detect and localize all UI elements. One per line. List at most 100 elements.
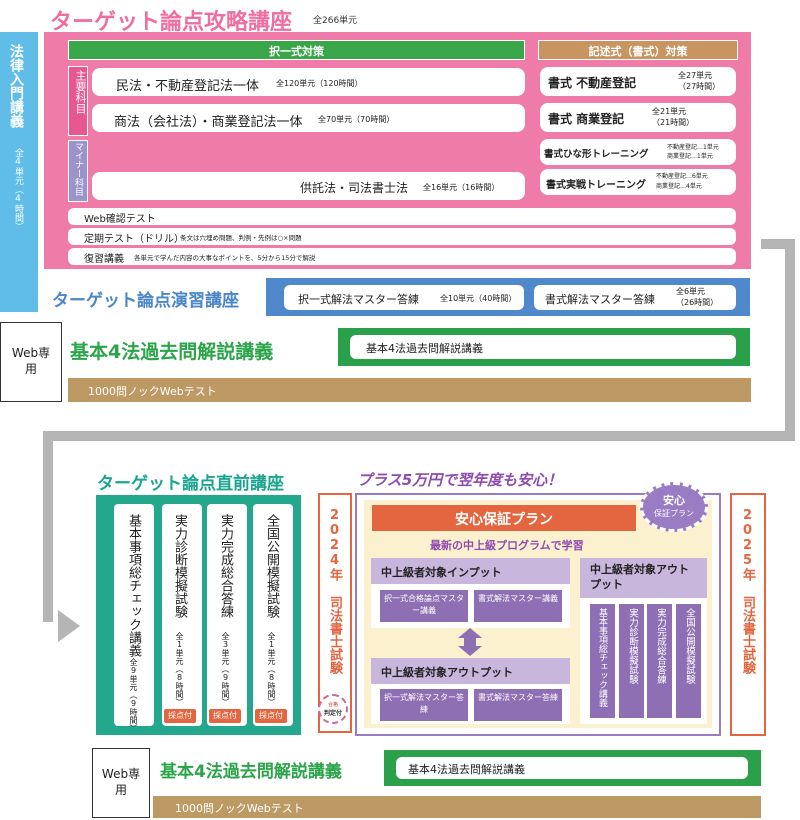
minor-subjects-label-box <box>68 140 88 202</box>
chokuzen-col-4 <box>253 504 293 726</box>
right-row-shogyo-name: 書式 商業登記 <box>548 112 625 126</box>
row-minpo <box>92 68 525 96</box>
header-kijutsu <box>538 40 738 60</box>
right-row-shogyo-note1: 全21単元 <box>652 107 687 116</box>
row-minpo-note: 全120単元（120時間） <box>276 79 363 88</box>
exam-2025-label: 2025年 司法書士試験 <box>740 508 755 674</box>
plan-banner <box>372 505 636 531</box>
plan-subtitle: 最新の中上級プログラムで学習 <box>430 539 584 552</box>
side-label-title: 法律入門講義 <box>8 44 24 128</box>
right-row-fudosan-note1: 全27単元 <box>678 71 713 80</box>
input-title: 中上級者対象インプット <box>381 566 502 579</box>
row-shoho-name: 商法（会社法）・商業登記法一体 <box>114 115 303 130</box>
chokuzen-col-2 <box>162 504 202 726</box>
section3-title: ターゲット論点直前講座 <box>97 474 284 494</box>
main-subjects-label: 主要科目 <box>74 70 87 114</box>
kako2-webtest-bar <box>153 796 761 818</box>
section2-right-name: 書式解法マスター答練 <box>545 293 655 306</box>
section1-title: ターゲット論点攻略講座 <box>50 10 293 35</box>
right-row-hinagata-note1: 不動産登記…1単元 <box>667 144 719 151</box>
right-row-hinagata <box>540 139 736 165</box>
web-only-label-1: Web専用 <box>11 346 51 376</box>
exam-2024-label: 2024年 司法書士試験 <box>327 508 342 674</box>
input-item-1-label: 択一式合格論点マスター講義 <box>384 594 464 615</box>
kako1-title: 基本4法過去問解説講義 <box>70 341 274 363</box>
plus-headline: プラス5万円で翌年度も安心！ <box>357 471 563 489</box>
right-item-3 <box>647 604 672 718</box>
plan-stamp-top: 安心 <box>663 494 685 507</box>
side-label-sub: 全4単元（4時間） <box>13 148 23 231</box>
right-row-shogyo-note2: （21時間） <box>652 118 695 127</box>
main-subjects-label-box <box>68 66 88 136</box>
kako1-webtest-label: 1000問ノックWebテスト <box>88 385 217 398</box>
row-minpo-name: 民法・不動産登記法一体 <box>116 79 260 94</box>
output-item-1 <box>380 689 468 721</box>
chokuzen-col-1 <box>114 504 154 726</box>
chokuzen-col-1-name: 基本事項総チェック講義 <box>126 514 141 657</box>
input-item-1 <box>380 590 468 622</box>
input-item-2-label: 書式解法マスター講義 <box>478 594 558 603</box>
input-title-bar <box>371 558 570 584</box>
header-taku <box>68 40 525 60</box>
section2-right-note1: 全6単元 <box>676 287 706 296</box>
bottom-row-teiki-name: 定期テスト（ドリル） <box>84 234 184 245</box>
right-row-jissen-name: 書式実戦トレーニング <box>546 180 646 191</box>
exam-2024-box <box>318 493 352 733</box>
web-only-label-2: Web専用 <box>101 767 141 797</box>
kako2-box-label: 基本4法過去問解説講義 <box>408 763 525 776</box>
minor-subjects-label: マイナー科目 <box>73 142 83 196</box>
section2-left-name: 択一式解法マスター答練 <box>298 293 419 306</box>
right-item-2 <box>619 604 644 718</box>
section2-title: ターゲット論点演習講座 <box>52 291 239 311</box>
header-kijutsu-label: 記述式（書式）対策 <box>588 45 688 58</box>
right-row-fudosan-name: 書式 不動産登記 <box>548 76 637 90</box>
plan-banner-label: 安心保証プラン <box>455 512 553 528</box>
row-kyotaku-name: 供託法・司法書士法 <box>300 181 409 195</box>
pass-badge-circle <box>318 694 348 724</box>
kako1-box-label: 基本4法過去問解説講義 <box>366 342 483 355</box>
chokuzen-col-4-badge: 採点付 <box>255 709 287 723</box>
exam-2025-box <box>730 493 766 736</box>
right-row-jissen-note2: 商業登記…4単元 <box>656 183 702 190</box>
chokuzen-col-3-name: 実力完成総合答練 <box>218 514 233 618</box>
right-item-4 <box>676 604 701 718</box>
bottom-row-teiki-note: 条文は穴埋め問題、判例・先例は○×問題 <box>180 234 302 242</box>
side-label-bar <box>0 32 38 312</box>
right-item-4-label: 全国公開模擬試験 <box>684 608 695 684</box>
web-only-box-2 <box>92 748 150 818</box>
row-kyotaku-note: 全16単元（16時間） <box>423 183 500 192</box>
right-title: 中上級者対象アウトプット <box>590 563 689 591</box>
bottom-row-web-test-name: Web確認テスト <box>84 214 156 225</box>
right-row-hinagata-name: 書式ひな形トレーニング <box>544 149 649 160</box>
header-taku-label: 択一式対策 <box>269 45 324 58</box>
section1-total: 全266単元 <box>313 16 358 26</box>
right-item-2-label: 実力診断模擬試験 <box>627 608 638 684</box>
section2-left-note: 全10単元（40時間） <box>440 294 517 303</box>
right-row-fudosan-note2: （27時間） <box>678 82 721 91</box>
output-title-bar <box>371 658 570 684</box>
kako2-title: 基本4法過去問解説講義 <box>160 762 342 782</box>
right-row-jissen-note1: 不動産登記…6単元 <box>656 173 708 180</box>
kako2-box <box>396 757 748 779</box>
kako2-webtest-label: 1000問ノックWebテスト <box>175 802 304 815</box>
chokuzen-col-2-name: 実力診断模擬試験 <box>172 514 187 618</box>
pass-badge-top: 合格 <box>327 702 338 708</box>
chokuzen-col-2-note: 全1単元（8時間） <box>175 632 184 706</box>
right-row-jissen <box>540 169 736 195</box>
plan-stamp-bottom: 保証プラン <box>654 509 694 518</box>
section2-right-note2: （26時間） <box>676 298 719 307</box>
output-item-2 <box>474 689 562 721</box>
pass-badge-bottom: 判定付 <box>323 710 342 717</box>
output-item-2-label: 書式解法マスター答練 <box>478 693 558 702</box>
bottom-row-fukushu-note: 各単元で学んだ内容の大事なポイントを、5分から15分で解説 <box>134 254 316 262</box>
plan-stamp <box>640 482 708 532</box>
chokuzen-col-3 <box>207 504 247 726</box>
right-row-fudosan <box>540 67 736 96</box>
chokuzen-col-4-name: 全国公開模擬試験 <box>264 514 279 618</box>
right-row-shogyo <box>540 103 736 132</box>
right-item-1 <box>590 604 615 718</box>
output-item-1-label: 択一式解法マスター答練 <box>384 693 464 714</box>
right-item-3-label: 実力完成総合答練 <box>655 608 666 684</box>
right-row-hinagata-note2: 商業登記…1単元 <box>667 153 713 160</box>
bottom-row-fukushu-name: 復習講義 <box>84 254 124 265</box>
